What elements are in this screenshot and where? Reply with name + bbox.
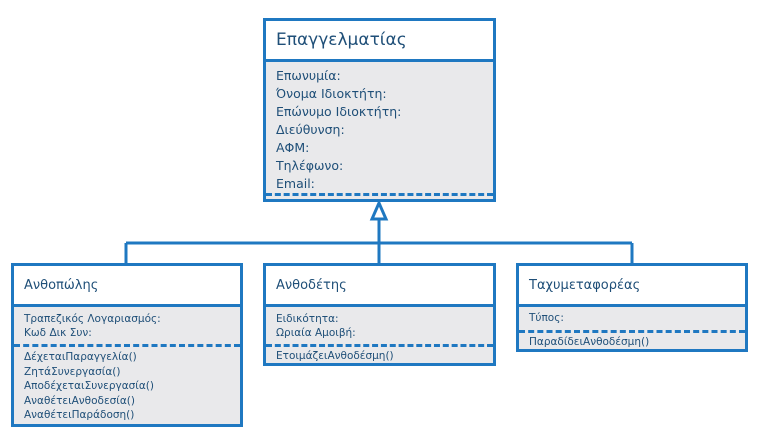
attribute: Διεύθυνση: bbox=[276, 122, 345, 137]
attribute: ΑΦΜ: bbox=[276, 140, 310, 155]
methods-section: ΔέχεταιΠαραγγελία() ΖητάΣυνεργασία() Απο… bbox=[14, 344, 240, 424]
methods-section bbox=[266, 193, 493, 199]
class-title: Επαγγελματίας bbox=[266, 21, 493, 62]
attribute: Ωριαία Αμοιβή: bbox=[276, 327, 356, 339]
method: ΑναθέτειΠαράδοση() bbox=[24, 409, 135, 421]
class-title: Ανθοπώλης bbox=[14, 266, 240, 307]
class-epaggelmatias: Επαγγελματίας Επωνυμία: Όνομα Ιδιοκτήτη:… bbox=[263, 18, 496, 202]
method: ΑναθέτειΑνθοδεσία() bbox=[24, 394, 135, 407]
methods-section: ΕτοιμάζειΑνθοδέσμη() bbox=[266, 344, 493, 363]
attribute: Email: bbox=[276, 176, 315, 191]
method: ΑποδέχεταιΣυνεργασία() bbox=[24, 380, 154, 392]
attributes-section: Τραπεζικός Λογαριασμός: Κωδ Δικ Συν: bbox=[14, 307, 240, 344]
class-title-text: Ταχυμεταφορέας bbox=[529, 277, 641, 293]
attribute: Κωδ Δικ Συν: bbox=[24, 327, 92, 339]
method: ΕτοιμάζειΑνθοδέσμη() bbox=[276, 350, 394, 362]
attribute: Τύπος: bbox=[529, 312, 564, 324]
class-title-text: Ανθοδέτης bbox=[276, 277, 347, 293]
inheritance-arrowhead bbox=[369, 199, 389, 221]
methods-section: ΠαραδίδειΑνθοδέσμη() bbox=[519, 330, 745, 349]
attribute: Όνομα Ιδιοκτήτη: bbox=[276, 86, 387, 101]
class-title-text: Επαγγελματίας bbox=[276, 30, 407, 50]
class-title-text: Ανθοπώλης bbox=[24, 277, 99, 293]
attribute: Τραπεζικός Λογαριασμός: bbox=[24, 313, 161, 325]
method: ΖητάΣυνεργασία() bbox=[24, 365, 121, 378]
method: ΔέχεταιΠαραγγελία() bbox=[24, 351, 137, 363]
attributes-section: Επωνυμία: Όνομα Ιδιοκτήτη: Επώνυμο Ιδιοκ… bbox=[266, 62, 493, 193]
class-anthopolis: Ανθοπώλης Τραπεζικός Λογαριασμός: Κωδ Δι… bbox=[11, 263, 243, 427]
class-taxymetaforeas: Ταχυμεταφορέας Τύπος: ΠαραδίδειΑνθοδέσμη… bbox=[516, 263, 748, 352]
attribute: Τηλέφωνο: bbox=[276, 158, 344, 173]
attribute: Επώνυμο Ιδιοκτήτη: bbox=[276, 104, 402, 119]
attributes-section: Τύπος: bbox=[519, 307, 745, 330]
attribute: Ειδικότητα: bbox=[276, 313, 339, 325]
class-title: Ταχυμεταφορέας bbox=[519, 266, 745, 307]
attributes-section: Ειδικότητα: Ωριαία Αμοιβή: bbox=[266, 307, 493, 344]
class-anthodetis: Ανθοδέτης Ειδικότητα: Ωριαία Αμοιβή: Ετο… bbox=[263, 263, 496, 366]
method: ΠαραδίδειΑνθοδέσμη() bbox=[529, 336, 650, 348]
attribute: Επωνυμία: bbox=[276, 68, 341, 83]
class-title: Ανθοδέτης bbox=[266, 266, 493, 307]
